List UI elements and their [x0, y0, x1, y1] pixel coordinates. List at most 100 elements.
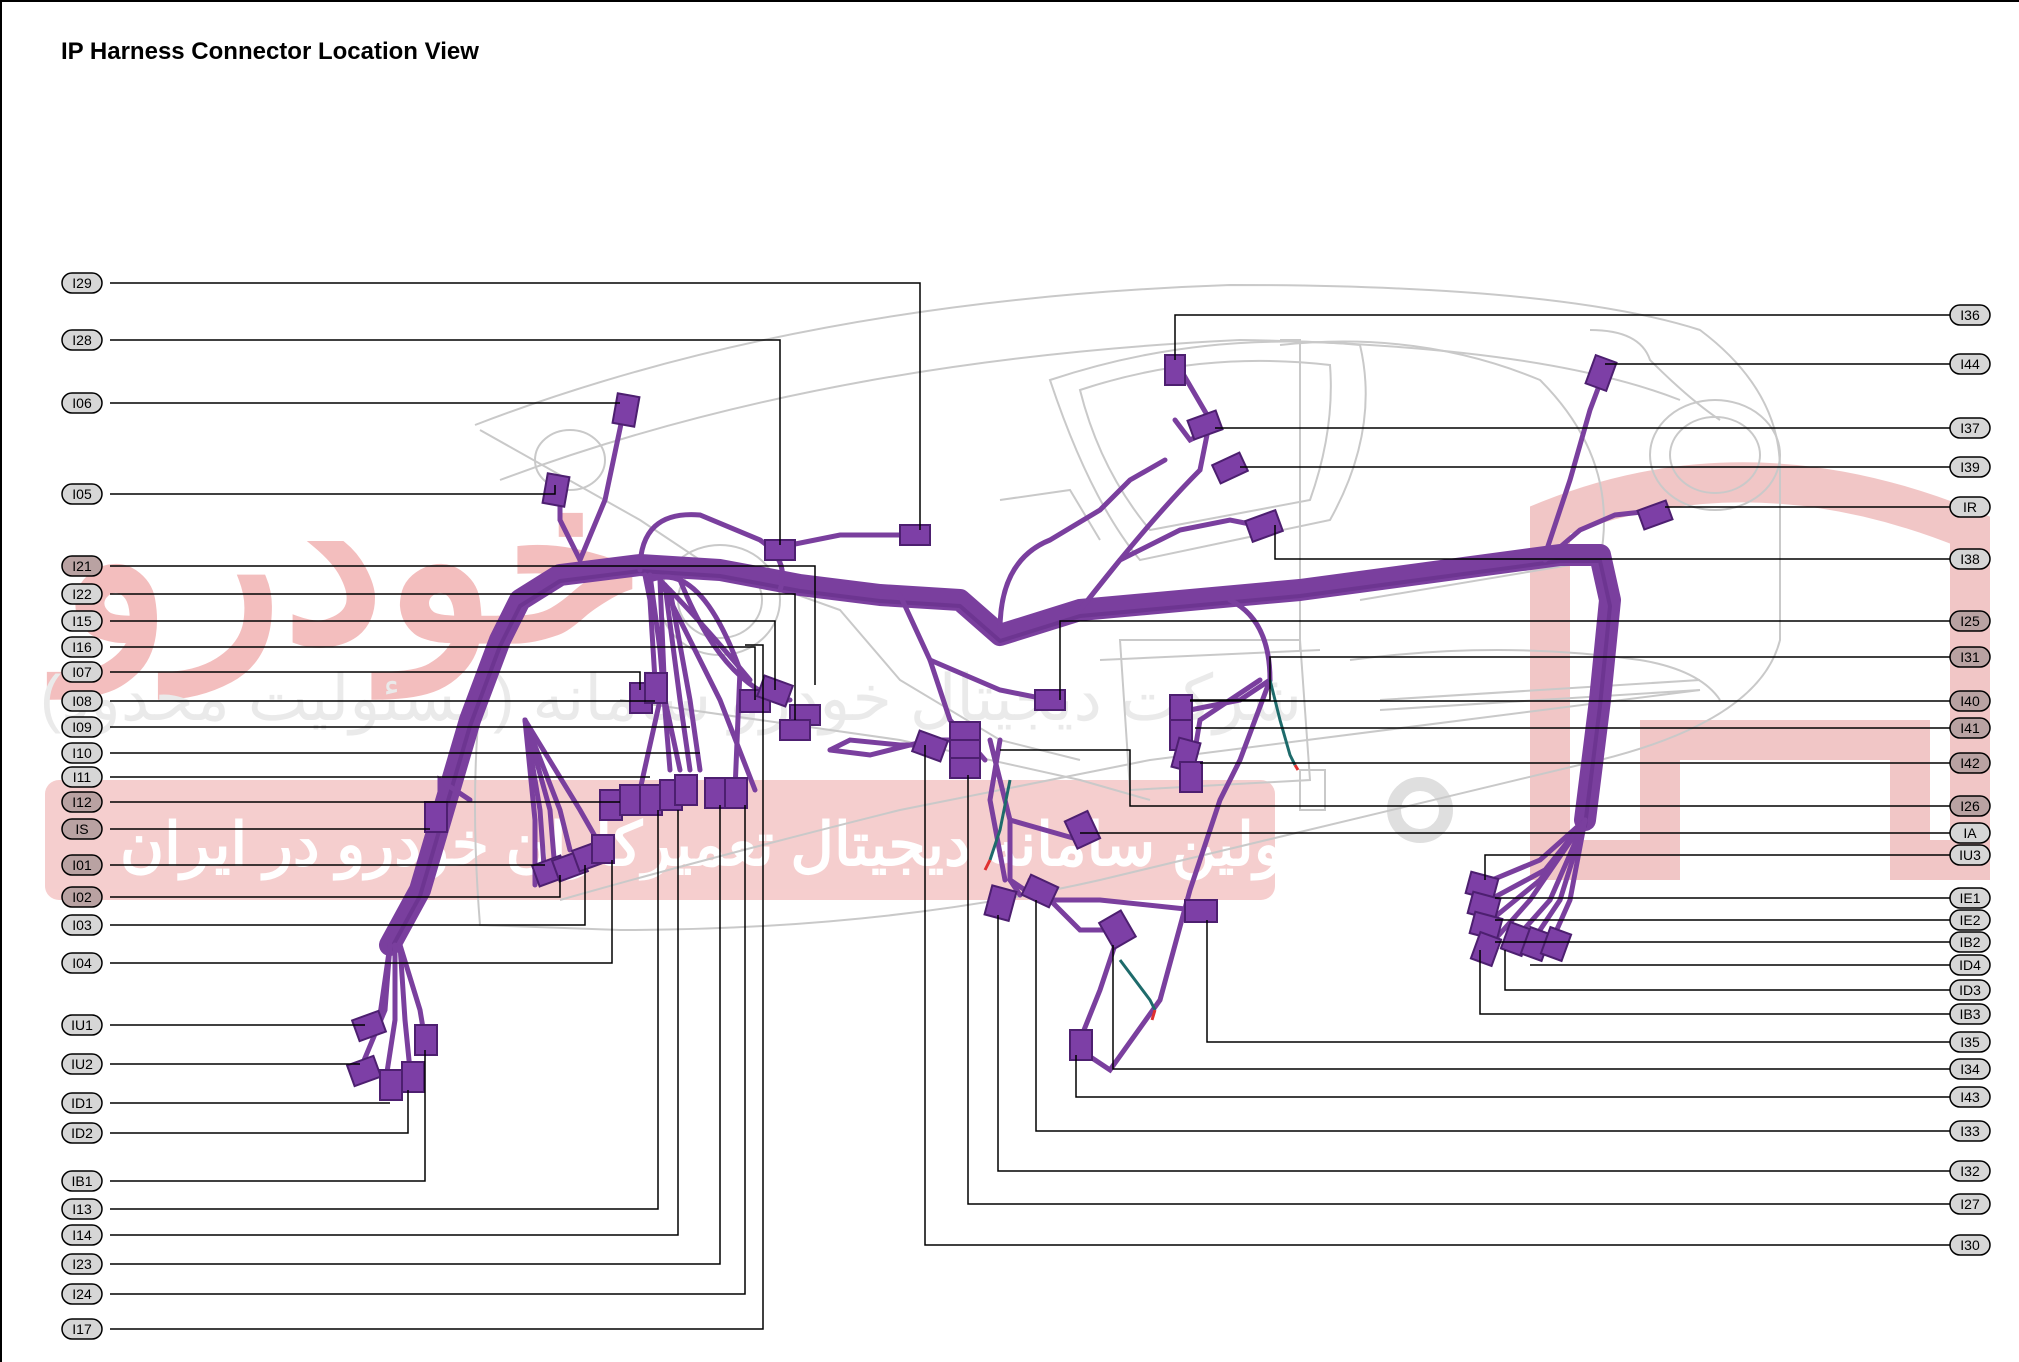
- connector-ib-group-2: [619, 784, 643, 816]
- connector-label-text: ID2: [71, 1125, 93, 1141]
- connector-label-i35: I35: [1949, 1031, 1991, 1053]
- connector-label-pill: [1949, 548, 1991, 570]
- watermark-dot: [1387, 777, 1453, 843]
- connector-label-i13: I13: [61, 1198, 103, 1220]
- connector-label-i17: I17: [61, 1318, 103, 1340]
- connector-label-pill: [1949, 717, 1991, 739]
- connector-label-i06: I06: [61, 392, 103, 414]
- connector-label-text: I32: [1960, 1163, 1980, 1179]
- connector-label-id4: ID4: [1949, 954, 1991, 976]
- connector-label-i25: I25: [1949, 610, 1991, 632]
- connector-label-pill: [61, 1014, 103, 1036]
- connector-label-pill: [61, 1283, 103, 1305]
- connector-i12: [424, 801, 448, 833]
- connector-label-text: I26: [1960, 798, 1980, 814]
- harness-trunk-edge: [388, 559, 1612, 953]
- connector-label-iu1: IU1: [61, 1014, 103, 1036]
- connector-label-id3: ID3: [1949, 979, 1991, 1001]
- connector-label-pill: [1949, 1234, 1991, 1256]
- connector-label-text: IB1: [71, 1173, 92, 1189]
- connector-label-i33: I33: [1949, 1120, 1991, 1142]
- connector-iu1: [350, 1009, 388, 1043]
- connector-i35: [1184, 899, 1218, 923]
- connector-i42: [1179, 761, 1203, 793]
- connector-iu2: [345, 1054, 383, 1088]
- connector-label-text: I40: [1960, 693, 1980, 709]
- connector-label-pill: [61, 1122, 103, 1144]
- connector-label-pill: [61, 886, 103, 908]
- connector-label-text: IE2: [1959, 912, 1980, 928]
- connector-i26: [1063, 809, 1102, 850]
- connector-label-i42: I42: [1949, 752, 1991, 774]
- connector-label-pill: [61, 1224, 103, 1246]
- connector-i34: [1097, 909, 1138, 951]
- harness-main-trunk: [379, 544, 1621, 956]
- connector-label-pill: [1949, 417, 1991, 439]
- connector-label-i03: I03: [61, 914, 103, 936]
- connector-label-pill: [61, 914, 103, 936]
- connector-label-text: I42: [1960, 755, 1980, 771]
- connector-label-text: IU1: [71, 1017, 93, 1033]
- watermark-slogan-text: اولین سامانه دیجیتال تعمیرکاران خودرو در…: [120, 811, 1300, 881]
- connector-label-text: I03: [72, 917, 92, 933]
- connector-label-i14: I14: [61, 1224, 103, 1246]
- connector-label-pill: [1949, 304, 1991, 326]
- connector-label-text: I33: [1960, 1123, 1980, 1139]
- connector-label-text: IB2: [1959, 934, 1980, 950]
- connector-label-text: I09: [72, 719, 92, 735]
- connector-label-text: I17: [72, 1321, 92, 1337]
- connector-label-pill: [61, 1170, 103, 1192]
- connector-label-pill: [1949, 1193, 1991, 1215]
- connector-label-pill: [61, 1253, 103, 1275]
- connector-label-ie2: IE2: [1949, 909, 1991, 931]
- connector-label-text: I01: [72, 857, 92, 873]
- connector-label-i31: I31: [1949, 646, 1991, 668]
- left-connector-labels: I29I28I06I05I21I22I15I16I07I08I09I10I11I…: [61, 272, 103, 1340]
- connector-label-pill: [61, 716, 103, 738]
- connector-label-text: IS: [75, 821, 88, 837]
- connector-label-id1: ID1: [61, 1092, 103, 1114]
- connector-i24: [724, 777, 748, 809]
- connector-ib3: [1539, 925, 1573, 963]
- connector-label-text: I12: [72, 794, 92, 810]
- connector-label-text: I23: [72, 1256, 92, 1272]
- connector-label-i39: I39: [1949, 456, 1991, 478]
- connector-label-text: I07: [72, 664, 92, 680]
- connector-label-is: IS: [61, 818, 103, 840]
- connector-label-ib3: IB3: [1949, 1003, 1991, 1025]
- connector-label-pill: [61, 854, 103, 876]
- connector-label-i28: I28: [61, 329, 103, 351]
- connector-label-pill: [61, 610, 103, 632]
- connector-label-i27: I27: [1949, 1193, 1991, 1215]
- connector-label-iu3: IU3: [1949, 844, 1991, 866]
- connector-label-i08: I08: [61, 690, 103, 712]
- connector-label-i02: I02: [61, 886, 103, 908]
- connector-i22: [644, 672, 668, 704]
- connector-label-text: I04: [72, 955, 92, 971]
- connector-label-i11: I11: [61, 766, 103, 788]
- connector-label-i24: I24: [61, 1283, 103, 1305]
- connector-label-text: I41: [1960, 720, 1980, 736]
- connector-label-text: I27: [1960, 1196, 1980, 1212]
- harness-trunk: [379, 544, 1621, 956]
- connector-label-i29: I29: [61, 272, 103, 294]
- connector-i39: [1210, 451, 1250, 485]
- connector-label-pill: [61, 742, 103, 764]
- connector-label-i16: I16: [61, 636, 103, 658]
- connector-label-pill: [1949, 979, 1991, 1001]
- connector-label-text: I21: [72, 558, 92, 574]
- connector-label-pill: [1949, 496, 1991, 518]
- connector-label-i34: I34: [1949, 1058, 1991, 1080]
- connector-label-pill: [61, 791, 103, 813]
- connector-label-text: IB3: [1959, 1006, 1980, 1022]
- connector-label-i44: I44: [1949, 353, 1991, 375]
- connector-label-text: I11: [73, 769, 92, 785]
- connector-label-ib1: IB1: [61, 1170, 103, 1192]
- connector-i37: [1186, 409, 1224, 441]
- connector-i04: [591, 834, 615, 864]
- connector-label-pill: [61, 1053, 103, 1075]
- connector-i44: [1584, 353, 1618, 393]
- connector-label-text: I36: [1960, 307, 1980, 323]
- connector-label-text: I29: [72, 275, 92, 291]
